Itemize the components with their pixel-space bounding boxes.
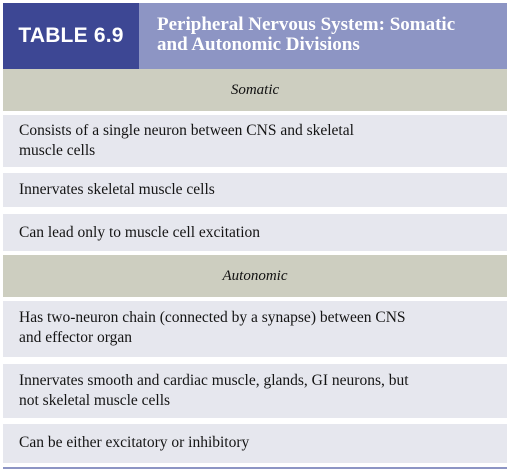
row-text: Innervates skeletal muscle cells	[19, 181, 215, 198]
table-number: TABLE 6.9	[3, 3, 139, 69]
table-title-line-2: and Autonomic Divisions	[157, 34, 360, 55]
table-row: Can be either excitatory or inhibitory	[3, 424, 507, 463]
section-heading-autonomic: Autonomic	[3, 255, 507, 297]
table-row: Can lead only to muscle cell excitation	[3, 214, 507, 251]
table-header: TABLE 6.9 Peripheral Nervous System: Som…	[3, 3, 507, 69]
row-text: Can lead only to muscle cell excitation	[19, 224, 261, 241]
table-row: Innervates skeletal muscle cells	[3, 173, 507, 207]
table-row: Consists of a single neuron between CNS …	[3, 115, 507, 167]
row-text: and effector organ	[19, 329, 133, 346]
table-row: Innervates smooth and cardiac muscle, gl…	[3, 364, 507, 418]
table-row: Has two-neuron chain (connected by a syn…	[3, 301, 507, 357]
table-title: Peripheral Nervous System: Somatic and A…	[139, 3, 507, 69]
row-text: muscle cells	[19, 142, 96, 159]
row-text: Has two-neuron chain (connected by a syn…	[19, 309, 406, 326]
table-title-line-1: Peripheral Nervous System: Somatic	[157, 14, 456, 35]
row-text: Innervates smooth and cardiac muscle, gl…	[19, 372, 409, 389]
row-text: Consists of a single neuron between CNS …	[19, 122, 354, 139]
row-text: Can be either excitatory or inhibitory	[19, 434, 250, 451]
table-6-9: TABLE 6.9 Peripheral Nervous System: Som…	[3, 3, 507, 469]
row-text: not skeletal muscle cells	[19, 392, 171, 409]
section-heading-somatic: Somatic	[3, 69, 507, 111]
